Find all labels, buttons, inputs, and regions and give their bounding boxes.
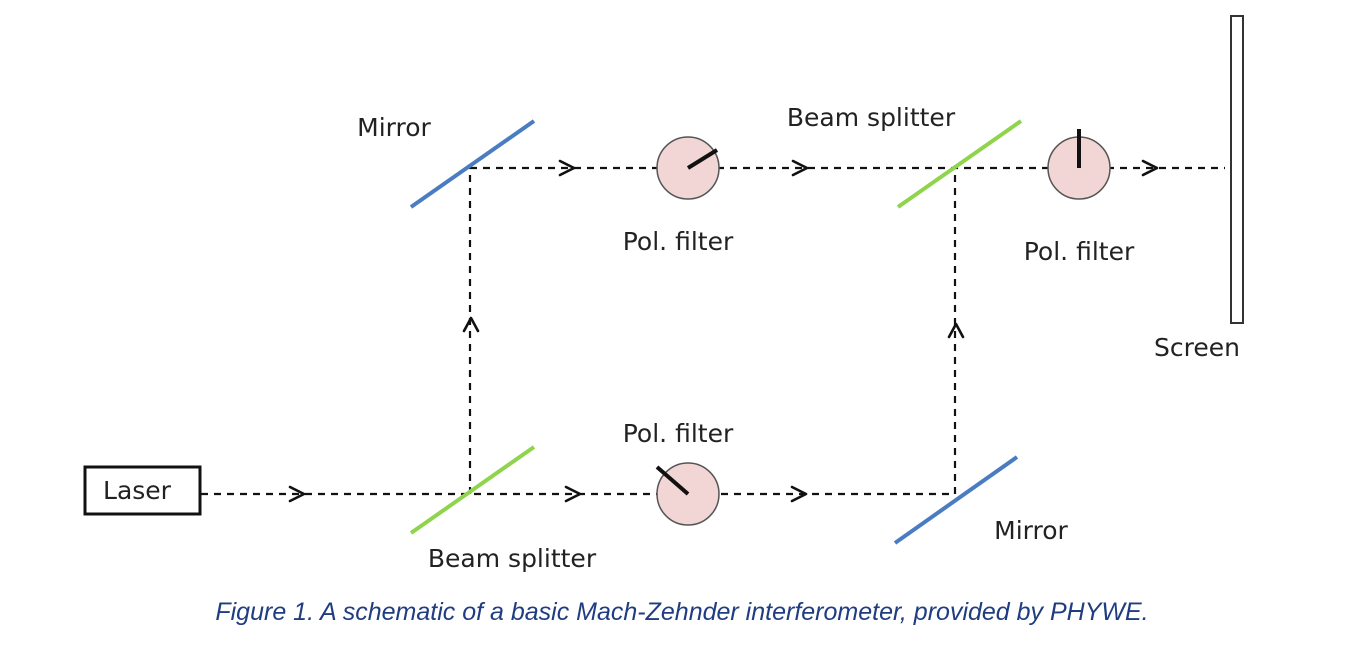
screen [1230, 15, 1244, 324]
pol-filter-output [1047, 129, 1111, 200]
arrow-right-output [1141, 159, 1159, 177]
pol-filter-top-axis [686, 148, 719, 170]
laser-box [83, 465, 202, 516]
pol-filter-bottom [655, 462, 720, 526]
pol-filter-bottom-axis [655, 465, 690, 496]
pol-filter-output-label: Pol. filter [1024, 237, 1135, 266]
arrow-right-upper-2 [791, 159, 809, 177]
pol-filter-top-label: Pol. filter [623, 227, 734, 256]
arrow-up-left-arm [462, 316, 480, 333]
pol-filter-top [656, 136, 720, 200]
mirror-bottom-label: Mirror [994, 516, 1068, 545]
arrow-right-lower-1 [564, 485, 582, 503]
arrow-right-laser [288, 485, 306, 503]
arrow-right-lower-2 [790, 485, 808, 503]
mirror-top [409, 119, 536, 209]
figure-caption: Figure 1. A schematic of a basic Mach-Ze… [215, 598, 1149, 626]
beam-splitter-bottom-label: Beam splitter [428, 544, 597, 573]
beam-splitter-top-label: Beam splitter [787, 103, 956, 132]
arrow-up-right-arm [947, 322, 965, 339]
pol-filter-bottom-label: Pol. filter [623, 419, 734, 448]
screen-label: Screen [1154, 333, 1240, 362]
laser-label: Laser [103, 476, 172, 505]
beam-splitter-bottom [409, 445, 536, 535]
interferometer-diagram: Laser Mirror Beam splitter Pol. filter P… [83, 15, 1244, 573]
mirror-bottom [893, 455, 1019, 545]
mirror-top-label: Mirror [357, 113, 431, 142]
arrow-right-upper-1 [558, 159, 576, 177]
beam-splitter-top [896, 119, 1023, 209]
